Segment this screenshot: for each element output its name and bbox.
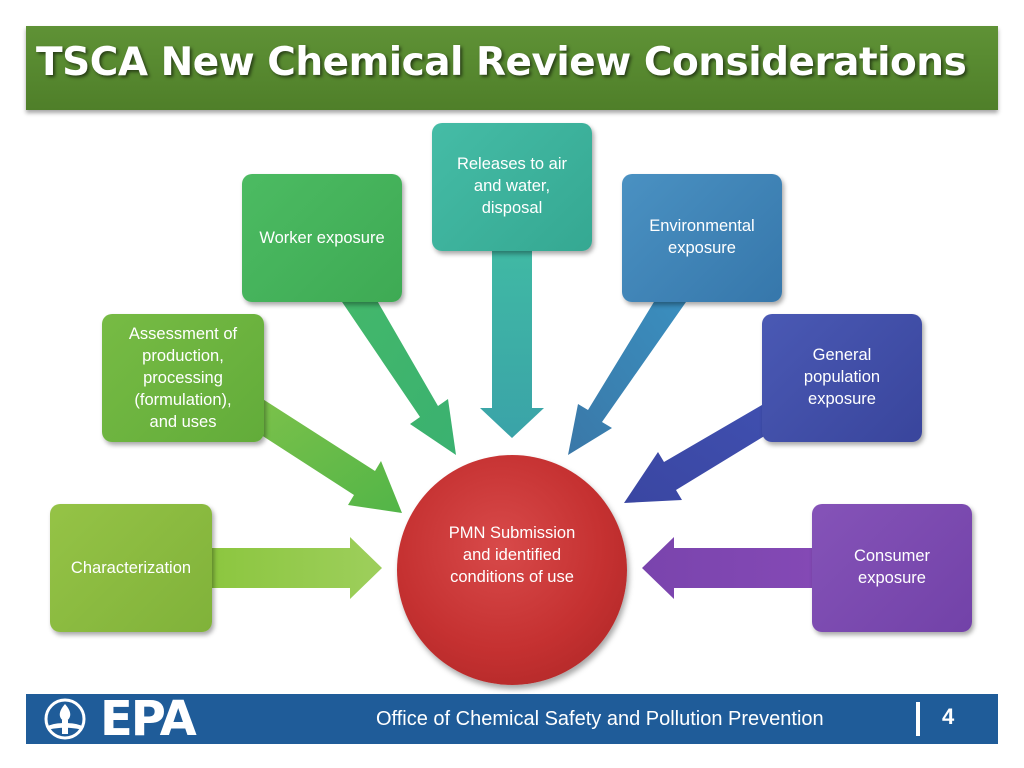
epa-logo: EPA xyxy=(36,691,197,747)
node-releases-label: Releases to air and water, disposal xyxy=(456,155,568,217)
node-consumer-label: Consumer exposure xyxy=(853,547,931,587)
center-pmn-submission: PMN Submission and identified conditions… xyxy=(397,455,627,685)
arrow-consumer xyxy=(642,537,814,599)
node-characterization: Characterization xyxy=(50,504,212,632)
footer-bar: EPA Office of Chemical Safety and Pollut… xyxy=(26,694,998,744)
node-worker-label: Worker exposure xyxy=(259,229,385,247)
node-general: General population exposure xyxy=(762,314,922,442)
page-number: 4 xyxy=(942,704,955,729)
node-characterization-label: Characterization xyxy=(70,559,192,577)
slide-title: TSCA New Chemical Review Considerations xyxy=(36,40,967,85)
epa-logo-text: EPA xyxy=(100,691,197,747)
office-name: Office of Chemical Safety and Pollution … xyxy=(376,708,824,730)
arrow-assessment xyxy=(238,396,402,513)
node-general-label: General population exposure xyxy=(803,346,881,408)
arrow-worker xyxy=(338,278,456,455)
node-releases: Releases to air and water, disposal xyxy=(432,123,592,251)
arrow-environmental xyxy=(568,292,686,455)
node-consumer: Consumer exposure xyxy=(812,504,972,632)
node-environmental-label: Environmental exposure xyxy=(649,217,755,257)
epa-flower-icon xyxy=(44,698,86,740)
node-assessment-label: Assessment of production, processing (fo… xyxy=(128,325,238,431)
arrow-general xyxy=(624,398,784,503)
arrow-releases xyxy=(480,248,544,438)
footer-divider xyxy=(916,702,920,736)
title-bar: TSCA New Chemical Review Considerations xyxy=(26,26,998,110)
node-environmental: Environmental exposure xyxy=(622,174,782,302)
node-assessment: Assessment of production, processing (fo… xyxy=(102,314,264,442)
center-label: PMN Submission and identified conditions… xyxy=(448,524,576,586)
arrow-characterization xyxy=(210,537,382,599)
node-worker: Worker exposure xyxy=(242,174,402,302)
